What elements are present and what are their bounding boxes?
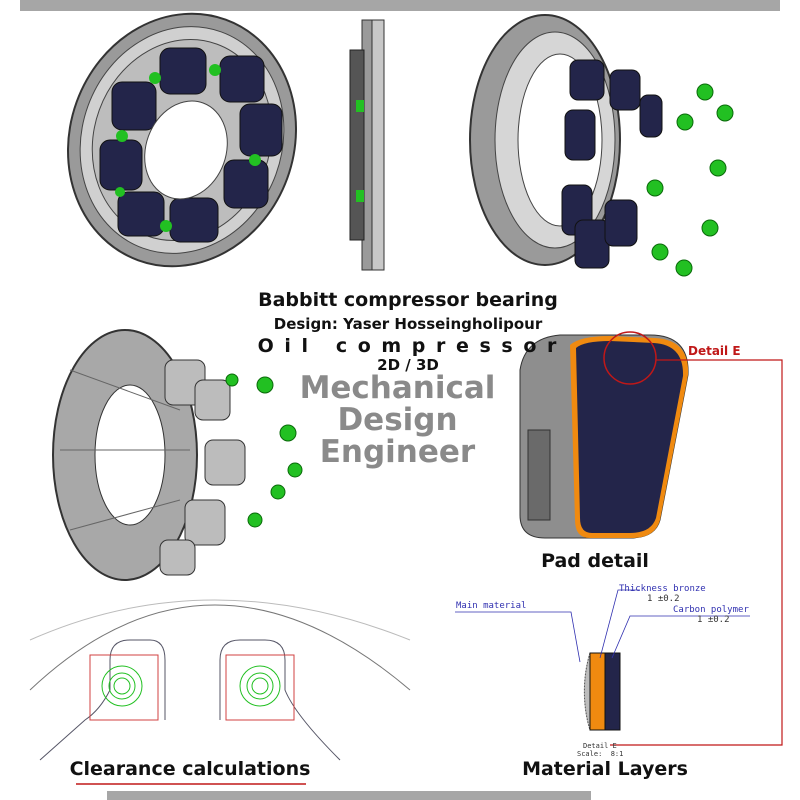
title: Babbitt compressor bearing bbox=[258, 289, 558, 311]
material-layers-drawing bbox=[455, 589, 750, 731]
top-bar bbox=[20, 0, 780, 11]
detail-e-callout: Detail E bbox=[688, 344, 741, 358]
pad-detail-render bbox=[519, 331, 783, 746]
subtitle: O i l c o m p r e s s o r bbox=[257, 335, 559, 357]
watermark-line: Mechanical bbox=[299, 370, 496, 406]
watermark-line: Design bbox=[337, 402, 458, 438]
material-layers-caption: Material Layers bbox=[522, 758, 688, 780]
side-view-render bbox=[349, 19, 385, 271]
designer: Design: Yaser Hosseingholipour bbox=[273, 315, 543, 333]
watermark: Mechanical Design Engineer bbox=[285, 372, 510, 468]
label-detail-e: Detail E bbox=[583, 742, 617, 750]
label-carbon-polymer: Carbon polymer bbox=[673, 605, 749, 615]
label-polymer-tolerance: 1 ±0.2 bbox=[697, 615, 730, 625]
clearance-drawing bbox=[29, 599, 411, 785]
exploded-bearing-render bbox=[469, 14, 734, 277]
pad-detail-caption: Pad detail bbox=[541, 550, 649, 572]
label-scale: Scale: 8:1 bbox=[577, 750, 624, 758]
label-thickness-bronze: Thickness bronze bbox=[619, 584, 706, 594]
clearance-caption: Clearance calculations bbox=[69, 758, 311, 780]
bottom-bar bbox=[107, 791, 591, 800]
assembled-bearing-render bbox=[67, 12, 297, 268]
label-main-material: Main material bbox=[456, 601, 527, 611]
exploded-pads-render bbox=[52, 329, 303, 581]
mode: 2D / 3D bbox=[377, 356, 439, 374]
label-bronze-tolerance: 1 ±0.2 bbox=[647, 594, 680, 604]
watermark-line: Engineer bbox=[319, 434, 476, 470]
